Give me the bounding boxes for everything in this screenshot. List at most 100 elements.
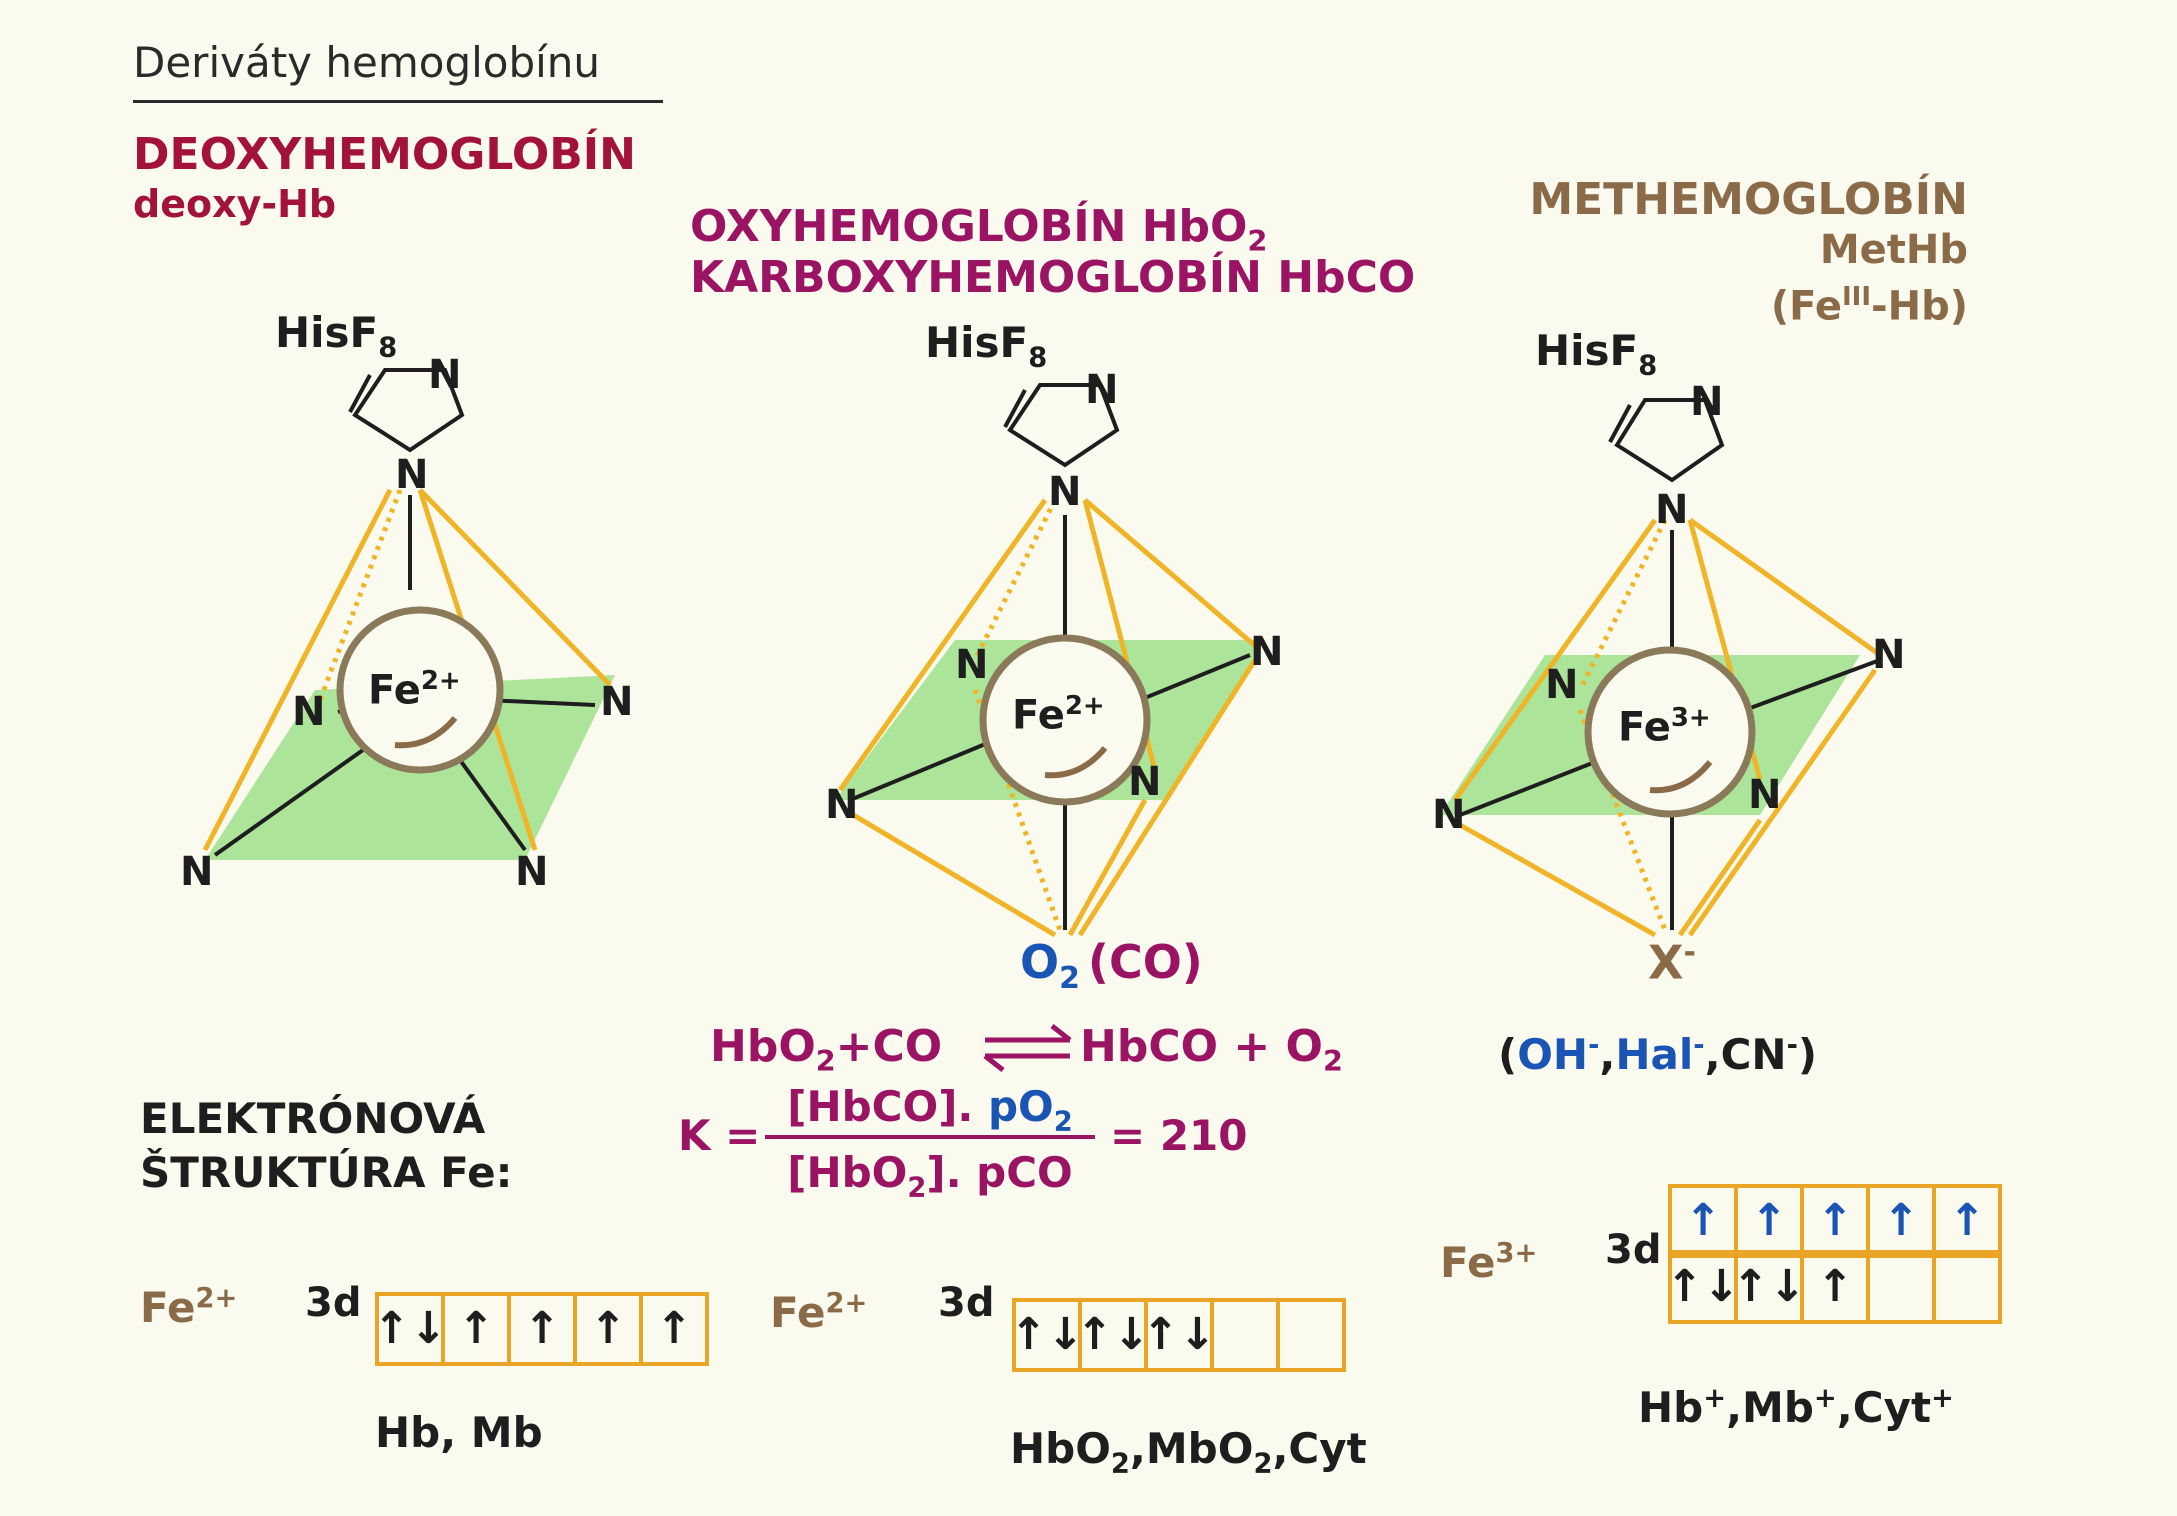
oxy-heading: OXYHEMOGLOBÍN HbO2 bbox=[690, 205, 1268, 258]
ex-mb-sup: + bbox=[1813, 1383, 1837, 1414]
oxy-bond-orange bbox=[1083, 498, 1262, 652]
deoxy-abbr: deoxy-Hb bbox=[133, 182, 337, 226]
deoxy-his-text: HisF bbox=[275, 308, 379, 357]
oxy-ring-double-bond bbox=[1003, 389, 1027, 428]
ex-cyt: ,Cyt bbox=[1272, 1424, 1367, 1473]
x-text: X bbox=[1648, 935, 1684, 990]
oxy-n-ring: N bbox=[1085, 367, 1119, 413]
deoxy-n-bottom-right: N bbox=[515, 849, 549, 895]
equilibrium-arrows bbox=[983, 1024, 1072, 1072]
oxy-bond-orange bbox=[1077, 658, 1258, 937]
eq-left-text: HbO bbox=[710, 1021, 816, 1072]
denominator-a: [HbO bbox=[787, 1148, 908, 1197]
deoxy-fe-base: Fe bbox=[368, 667, 421, 714]
ex-cyt-sup: + bbox=[1931, 1383, 1954, 1414]
oxy-n-upper-right: N bbox=[1250, 629, 1284, 675]
orbital-box: ↑↓ bbox=[373, 1292, 447, 1366]
config-oxy-examples: HbO2,MbO2,Cyt bbox=[1010, 1428, 1367, 1478]
orbital-box: ↑↓ bbox=[1142, 1298, 1216, 1372]
page-title: Deriváty hemoglobínu bbox=[133, 38, 601, 87]
orbital-box bbox=[1276, 1298, 1346, 1372]
met-his-text: HisF bbox=[1535, 326, 1639, 375]
met-bond bbox=[1459, 758, 1601, 817]
oxy-fe-base: Fe bbox=[1012, 692, 1065, 739]
orbital-box: ↑ bbox=[507, 1292, 577, 1366]
config-deoxy-examples: Hb, Mb bbox=[375, 1408, 543, 1457]
met-n-upper-left: N bbox=[1545, 662, 1579, 708]
x-charge: - bbox=[1683, 935, 1696, 970]
config-deoxy-ion: Fe2+ bbox=[140, 1285, 237, 1329]
met-fe-base: Fe bbox=[1618, 704, 1671, 751]
met-fe-label: Fe3+ bbox=[1618, 705, 1711, 747]
deoxy-structure bbox=[202, 368, 615, 860]
met-alt-post: -Hb) bbox=[1871, 283, 1968, 330]
met-bond-orange bbox=[1688, 517, 1882, 658]
cn-text: CN bbox=[1720, 1030, 1787, 1079]
ex-hb-sup: + bbox=[1703, 1383, 1727, 1414]
orbital-box: ↑ bbox=[1932, 1184, 2002, 1258]
deoxy-heading: DEOXYHEMOGLOBÍN bbox=[133, 129, 636, 180]
deoxy-n-bottom-left: N bbox=[180, 849, 214, 895]
carboxy-heading: KARBOXYHEMOGLOBÍN HbCO bbox=[690, 252, 1416, 303]
met-heading: METHEMOGLOBÍN bbox=[1529, 174, 1968, 225]
forward-arrow-head bbox=[1050, 1024, 1072, 1042]
met-fe-arc bbox=[1649, 760, 1713, 794]
deoxy-his-label: HisF8 bbox=[275, 312, 397, 362]
numerator-b: pO bbox=[987, 1082, 1054, 1131]
eq-right-text: HbCO + O bbox=[1080, 1021, 1323, 1072]
o2-sub: 2 bbox=[1059, 961, 1080, 997]
met-alt-sup: III bbox=[1841, 282, 1871, 312]
config-met-ion: Fe3+ bbox=[1440, 1240, 1537, 1284]
met-ring-double-bond bbox=[1608, 404, 1632, 443]
oxy-heading-sub: 2 bbox=[1247, 223, 1268, 258]
deoxy-bond bbox=[458, 758, 527, 852]
k-value: = 210 bbox=[1110, 1111, 1248, 1160]
deoxy-imidazole-ring bbox=[352, 368, 465, 453]
ex-mbo: ,MbO bbox=[1129, 1424, 1254, 1473]
orbital-box bbox=[1932, 1250, 2002, 1324]
met-n-lower-left: N bbox=[1432, 792, 1466, 838]
orbital-box bbox=[1210, 1298, 1280, 1372]
oxy-axial-ligand: O2(CO) bbox=[1020, 935, 1203, 996]
oxy-n-lower-left: N bbox=[825, 782, 859, 828]
config-oxy-orbital: 3d bbox=[938, 1280, 995, 1326]
met-bond-orange bbox=[1687, 668, 1878, 937]
config-met-ion-charge: 3+ bbox=[1495, 1238, 1538, 1269]
config-oxy-ion-base: Fe bbox=[770, 1288, 826, 1337]
oxy-fe-circle bbox=[979, 634, 1151, 806]
oxy-his-label: HisF8 bbox=[925, 322, 1047, 372]
met-n-axial: N bbox=[1655, 487, 1689, 533]
orbital-box: ↑ bbox=[1866, 1184, 1936, 1258]
orbital-box: ↑↓ bbox=[1010, 1298, 1084, 1372]
met-fe-charge: 3+ bbox=[1670, 703, 1711, 733]
oxy-n-upper-left: N bbox=[955, 642, 989, 688]
oxy-his-text: HisF bbox=[925, 318, 1029, 367]
config-deoxy-boxes: ↑↓ ↑ ↑ ↑ ↑ bbox=[373, 1292, 709, 1366]
electron-structure-line1: ELEKTRÓNOVÁ bbox=[140, 1094, 486, 1143]
met-alt-name: (FeIII-Hb) bbox=[1771, 284, 1968, 326]
eq-right-sub: 2 bbox=[1322, 1043, 1343, 1078]
electron-structure-line2: ŠTRUKTÚRA Fe: bbox=[140, 1148, 513, 1197]
orbital-box: ↑ bbox=[1668, 1184, 1738, 1258]
deoxy-bond-dotted bbox=[317, 489, 403, 701]
met-abbr: MetHb bbox=[1819, 227, 1968, 273]
deoxy-ring-double-bond bbox=[348, 374, 372, 413]
config-met-examples: Hb+,Mb+,Cyt+ bbox=[1638, 1385, 1954, 1429]
met-axial-ligand: X- bbox=[1648, 935, 1696, 989]
oxy-bond bbox=[1139, 653, 1251, 702]
numerator-sub: 2 bbox=[1053, 1106, 1073, 1138]
orbital-box: ↑ bbox=[1800, 1184, 1870, 1258]
oxy-fe-arc bbox=[1044, 746, 1108, 779]
ex-hb: Hb bbox=[1638, 1383, 1704, 1432]
config-met-bottom-boxes: ↑↓ ↑↓ ↑ bbox=[1666, 1250, 2002, 1324]
config-met-top-boxes: ↑ ↑ ↑ ↑ ↑ bbox=[1668, 1184, 2002, 1258]
oxy-his-sub: 8 bbox=[1028, 342, 1048, 374]
eq-left-sub: 2 bbox=[815, 1043, 836, 1078]
ex-hbo: HbO bbox=[1010, 1424, 1111, 1473]
orbital-box: ↑ bbox=[1800, 1250, 1870, 1324]
deoxy-his-sub: 8 bbox=[378, 332, 398, 364]
met-n-lower-right: N bbox=[1748, 772, 1782, 818]
equilibrium-left: HbO2+CO bbox=[710, 1025, 942, 1078]
deoxy-bond bbox=[484, 698, 596, 707]
